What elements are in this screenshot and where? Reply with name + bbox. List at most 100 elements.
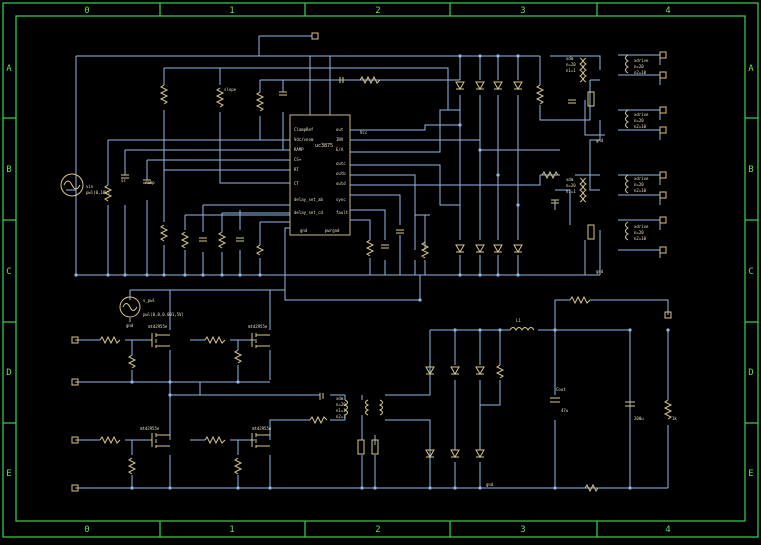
row-label-b: B: [6, 165, 11, 175]
gate-port-4: [71, 484, 79, 492]
xfmr-rt-label-0: xdm: [566, 56, 574, 61]
mosfet-q2: mtd2955e: [248, 324, 270, 348]
ic-pin-l3: CS+: [294, 157, 302, 162]
col-label-4: 4: [665, 6, 670, 16]
col-label-2-bottom: 2: [375, 525, 380, 535]
xfmr-rb-label-3: xdrive: [634, 176, 649, 181]
xfmr-rt-label-7: n=20: [634, 118, 644, 123]
resistor-r7: [180, 231, 190, 249]
ic-pin-r0: out: [336, 127, 344, 132]
pulldown-res-4: [233, 457, 243, 475]
snubber-res: [495, 364, 505, 379]
resistor-r11: [420, 241, 430, 259]
xfmr-main-3: n2=1: [336, 414, 346, 419]
gnd-label-src2: gnd: [126, 323, 134, 328]
cap-right-top: [568, 99, 576, 104]
resistor-block-top: [587, 91, 595, 107]
gnd-label-rt: gnd: [596, 138, 604, 143]
ic-pin-l7: delay_set_cd: [294, 210, 323, 215]
resistor-r8: [217, 231, 227, 249]
feedback-res: [569, 295, 591, 305]
gate-port-3: [71, 436, 79, 444]
gate-port-2: [71, 378, 79, 386]
output-diodes: [425, 366, 485, 459]
cap-c5: [199, 237, 207, 242]
ic-pin-r7: fault: [336, 210, 349, 215]
output-cap-1: [550, 397, 560, 403]
junctions-bottom: [130, 298, 670, 490]
xfmr-rt-label-4: n=20: [634, 64, 644, 69]
source2-label: v_pwl: [143, 298, 156, 303]
gnd-label-rb: gnd: [596, 269, 604, 274]
series-res: [309, 415, 328, 425]
gate-res-4: [204, 435, 226, 445]
gnd-label-out: gnd: [486, 482, 494, 487]
pulldown-res-2: [233, 349, 243, 364]
pulldown-res-1: [127, 354, 137, 369]
load-res: [663, 399, 673, 420]
row-label-d: D: [6, 368, 11, 378]
ic-pin-l1: Vdc/vnom: [294, 137, 314, 142]
xfmr-rb-label-0: xdm: [566, 177, 574, 182]
xfmr-main-1: n=20: [336, 402, 346, 407]
xfmr-main-0: xdm: [336, 396, 344, 401]
xfmr-main-2: n1=1: [336, 408, 346, 413]
xfmr-rt-label-8: n2=10: [634, 124, 647, 129]
ic-pin-r1: INV: [336, 137, 344, 142]
ramp-label: ramp: [145, 180, 155, 185]
mosfet-q2-label: mtd2955e: [248, 324, 268, 329]
ic-pin-l2: RAMP: [294, 147, 304, 152]
cap-c3: [279, 91, 287, 96]
junctions-top: [74, 54, 520, 277]
cap-c4: [339, 77, 344, 83]
xfmr-rt-label-2: n1=1: [566, 68, 576, 73]
source1-label: vin: [86, 184, 94, 189]
ss-label: ss: [121, 178, 126, 183]
col-label-0-bottom: 0: [84, 525, 89, 535]
resistor-r4: [255, 91, 265, 112]
xfmr-rb-label-2: n1=1: [566, 189, 576, 194]
ic-pin-l6: delay_set_ab: [294, 197, 323, 202]
col-label-2: 2: [375, 6, 380, 16]
ic-pin-r2: E/A: [336, 147, 344, 152]
row-label-a: A: [6, 64, 12, 74]
col-label-3: 3: [520, 6, 525, 16]
ic-pin-l4: RT: [294, 167, 299, 172]
row-label-e-right: E: [748, 469, 753, 479]
xfmr-rt-label-5: n2=10: [634, 70, 647, 75]
row-label-a-right: A: [748, 64, 754, 74]
resistor-r9: [256, 244, 265, 256]
resistor-r13: [541, 170, 559, 180]
gate-res-1: [99, 335, 121, 345]
main-transformer: xdm n=20 n1=1 n2=1: [336, 396, 383, 455]
coupling-cap: [319, 393, 324, 399]
ports-top: [311, 32, 667, 254]
ic-slope-label: slope: [224, 87, 237, 92]
source2-value: pwl(0,0,0.001,5V): [143, 312, 184, 317]
ic-pin-l5: CT: [294, 181, 299, 186]
col-label-1-bottom: 1: [229, 525, 234, 535]
ic-pin-l0: ClampRef: [294, 127, 314, 132]
ic-pin-r6: sync: [336, 197, 346, 202]
xfmr-rt-label-1: n=20: [566, 62, 576, 67]
ic-pin-r3: outc: [336, 161, 346, 166]
sense-res: [584, 483, 599, 493]
resistor-r1: [103, 184, 113, 202]
output-inductor: [509, 327, 535, 331]
xfmr-rb-label-6: xdrive: [634, 224, 649, 229]
ac-source-vin: [60, 173, 84, 197]
ic-vcc-label: Vcc: [360, 130, 368, 135]
ic-pin-r5: outd: [336, 181, 346, 186]
xfmr-rt-label-3: xdrive: [634, 58, 649, 63]
xfmr-rb-label-5: n2=10: [634, 188, 647, 193]
gate-res-2: [204, 335, 226, 345]
xfmr-rb-label-1: n=20: [566, 183, 576, 188]
cap-c8: [396, 229, 404, 234]
col-label-1: 1: [229, 6, 234, 16]
resistor-block-bottom: [587, 224, 595, 240]
bridge-diodes-top: [455, 81, 523, 254]
ic-pin-r4: outb: [336, 171, 346, 176]
resistor-r3: [215, 87, 225, 108]
col-label-4-bottom: 4: [665, 525, 670, 535]
